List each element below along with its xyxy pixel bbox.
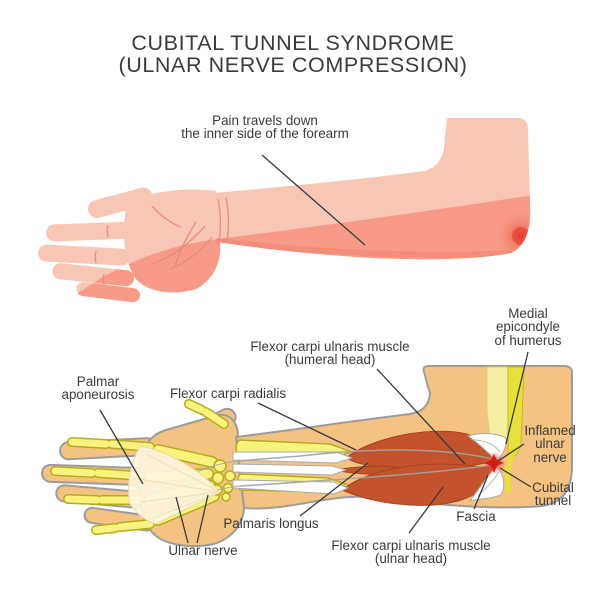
flexor-tendons xyxy=(232,433,507,502)
label-palmar-aponeurosis: Palmar aponeurosis xyxy=(61,374,135,403)
title-line-2: (ULNAR NERVE COMPRESSION) xyxy=(118,52,468,77)
title-line-1: CUBITAL TUNNEL SYNDROME xyxy=(131,31,455,55)
label-flexor-carpi-radialis: Flexor carpi radialis xyxy=(169,386,287,401)
page-title: CUBITAL TUNNEL SYNDROME (ULNAR NERVE COM… xyxy=(118,31,468,77)
palm-creases xyxy=(94,196,230,286)
ulnar-nerve-course xyxy=(195,449,494,497)
label-inflamed-ulnar-nerve: Inflamed ulnar nerve xyxy=(524,423,576,465)
label-cubital-tunnel: Cubital tunnel xyxy=(532,480,574,509)
palmar-aponeurosis-shape xyxy=(127,445,221,525)
label-fascia: Fascia xyxy=(456,509,496,524)
pain-leader-line xyxy=(261,154,366,246)
inflamed-nerve-spot xyxy=(482,451,506,475)
anatomy-figure xyxy=(41,351,573,548)
ulnar-nerve-at-elbow xyxy=(504,449,516,493)
label-palmaris-longus: Palmaris longus xyxy=(223,516,319,531)
label-pain-travels: Pain travels down the inner side of the … xyxy=(181,113,349,142)
label-ulnar-nerve: Ulnar nerve xyxy=(168,543,238,558)
label-fcu-humeral-head: Flexor carpi ulnaris muscle (humeral hea… xyxy=(250,339,410,368)
leader-lines xyxy=(99,351,532,544)
humerus-bone xyxy=(486,366,525,493)
label-medial-epicondyle: Medial epicondyle of humerus xyxy=(494,306,562,348)
label-fcu-ulnar-head: Flexor carpi ulnaris muscle (ulnar head) xyxy=(331,538,491,567)
